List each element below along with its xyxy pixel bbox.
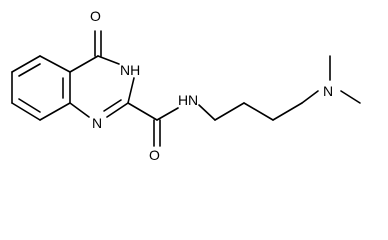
nh-ring-label: NH (120, 62, 140, 78)
amide-n-chain-bond (198, 104, 216, 121)
c2-amide-carbon-bond (127, 102, 158, 121)
benzene-inner-bond-1 (18, 63, 41, 77)
benzene-bond-1 (11, 55, 41, 73)
ring-bond-c2-n-inner (103, 99, 122, 112)
bonds (11, 30, 361, 147)
ring-bond-n-c8a (69, 102, 90, 118)
ring-bond-c4-c4a (69, 55, 99, 73)
n-amide-label: N (188, 92, 198, 108)
chain-bond-2 (243, 102, 274, 121)
chain-bond-4 (301, 90, 319, 104)
oxygen-amide-label: O (149, 147, 160, 163)
ring-bond-c2-n (106, 102, 129, 118)
n-ring-label: N (92, 115, 102, 131)
benzene-inner-bond-3 (18, 98, 41, 113)
ring-bond-c4-nh (97, 55, 120, 65)
chemical-structure: O NH N O H N N (11, 8, 361, 163)
oxygen-top-label: O (90, 8, 101, 24)
atom-labels: O NH N O H N N (90, 8, 333, 163)
chain-bond-3 (272, 102, 303, 121)
dimethyl-bond-right (340, 90, 361, 104)
n-dimethyl-label: N (323, 83, 333, 99)
chain-bond-1 (214, 102, 245, 121)
h-amide-label: H (178, 92, 188, 108)
benzene-bond-4 (39, 102, 71, 121)
benzene-bond-2 (39, 55, 71, 73)
benzene-bond-5 (11, 102, 41, 121)
amide-carbon-n-bond (156, 107, 179, 121)
ring-bond-nh-c2 (127, 77, 135, 104)
